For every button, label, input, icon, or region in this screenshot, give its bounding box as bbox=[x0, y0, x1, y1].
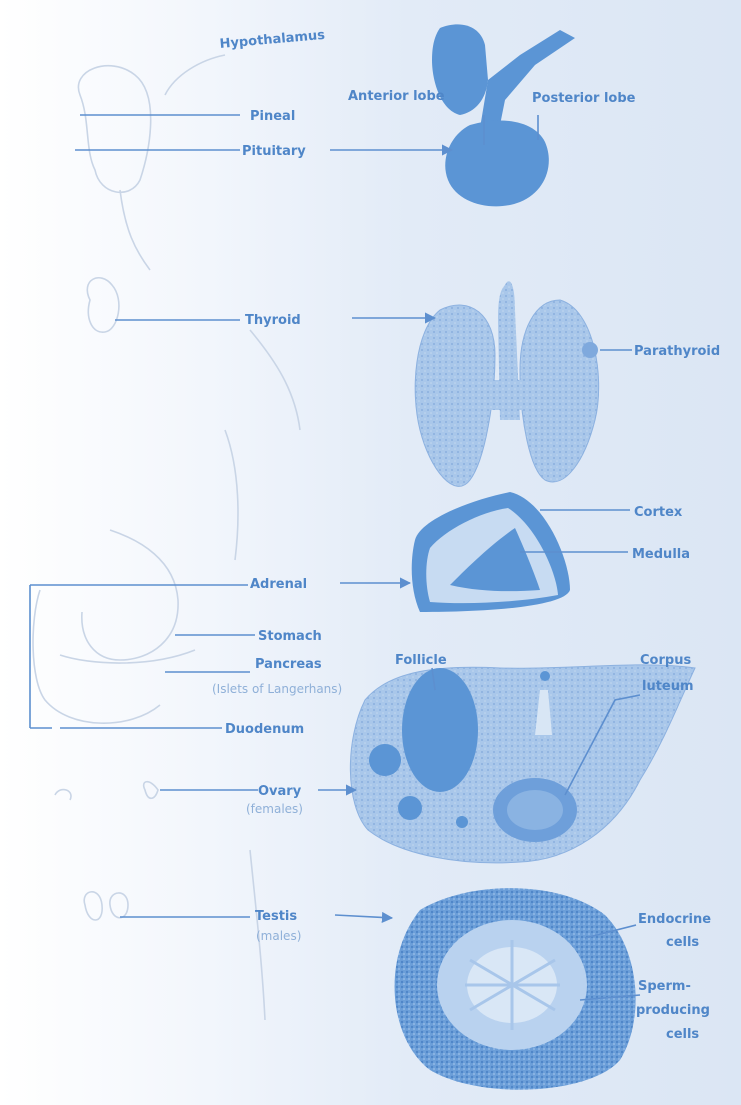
label-endocrine-cells: cells bbox=[666, 935, 699, 950]
label-males: (males) bbox=[256, 929, 301, 943]
label-follicle: Follicle bbox=[395, 653, 447, 668]
label-endocrine: Endocrine bbox=[638, 912, 711, 927]
label-medulla: Medulla bbox=[632, 547, 690, 562]
label-duodenum: Duodenum bbox=[225, 722, 304, 737]
thyroid-gland bbox=[415, 281, 599, 486]
label-pituitary: Pituitary bbox=[242, 144, 306, 159]
label-luteum: luteum bbox=[642, 679, 694, 694]
label-anterior-lobe: Anterior lobe bbox=[348, 89, 445, 104]
label-sperm: Sperm- bbox=[638, 979, 691, 994]
ovary bbox=[350, 665, 695, 863]
label-pancreas: Pancreas bbox=[255, 657, 322, 672]
label-islets: (Islets of Langerhans) bbox=[212, 682, 342, 696]
body-outline bbox=[33, 55, 300, 1020]
label-thyroid: Thyroid bbox=[245, 313, 301, 328]
label-parathyroid: Parathyroid bbox=[634, 344, 720, 359]
label-females: (females) bbox=[246, 802, 303, 816]
label-sperm-cells: cells bbox=[666, 1027, 699, 1042]
label-testis: Testis bbox=[255, 909, 297, 924]
label-adrenal: Adrenal bbox=[250, 577, 307, 592]
label-corpus: Corpus bbox=[640, 653, 691, 668]
label-pineal: Pineal bbox=[250, 109, 295, 124]
label-stomach: Stomach bbox=[258, 629, 322, 644]
pituitary-gland bbox=[432, 24, 575, 206]
label-posterior-lobe: Posterior lobe bbox=[532, 91, 636, 106]
label-producing: producing bbox=[636, 1003, 710, 1018]
label-cortex: Cortex bbox=[634, 505, 683, 520]
label-hypothalamus: Hypothalamus bbox=[219, 28, 326, 52]
label-ovary: Ovary bbox=[258, 784, 302, 799]
testis bbox=[395, 888, 636, 1090]
